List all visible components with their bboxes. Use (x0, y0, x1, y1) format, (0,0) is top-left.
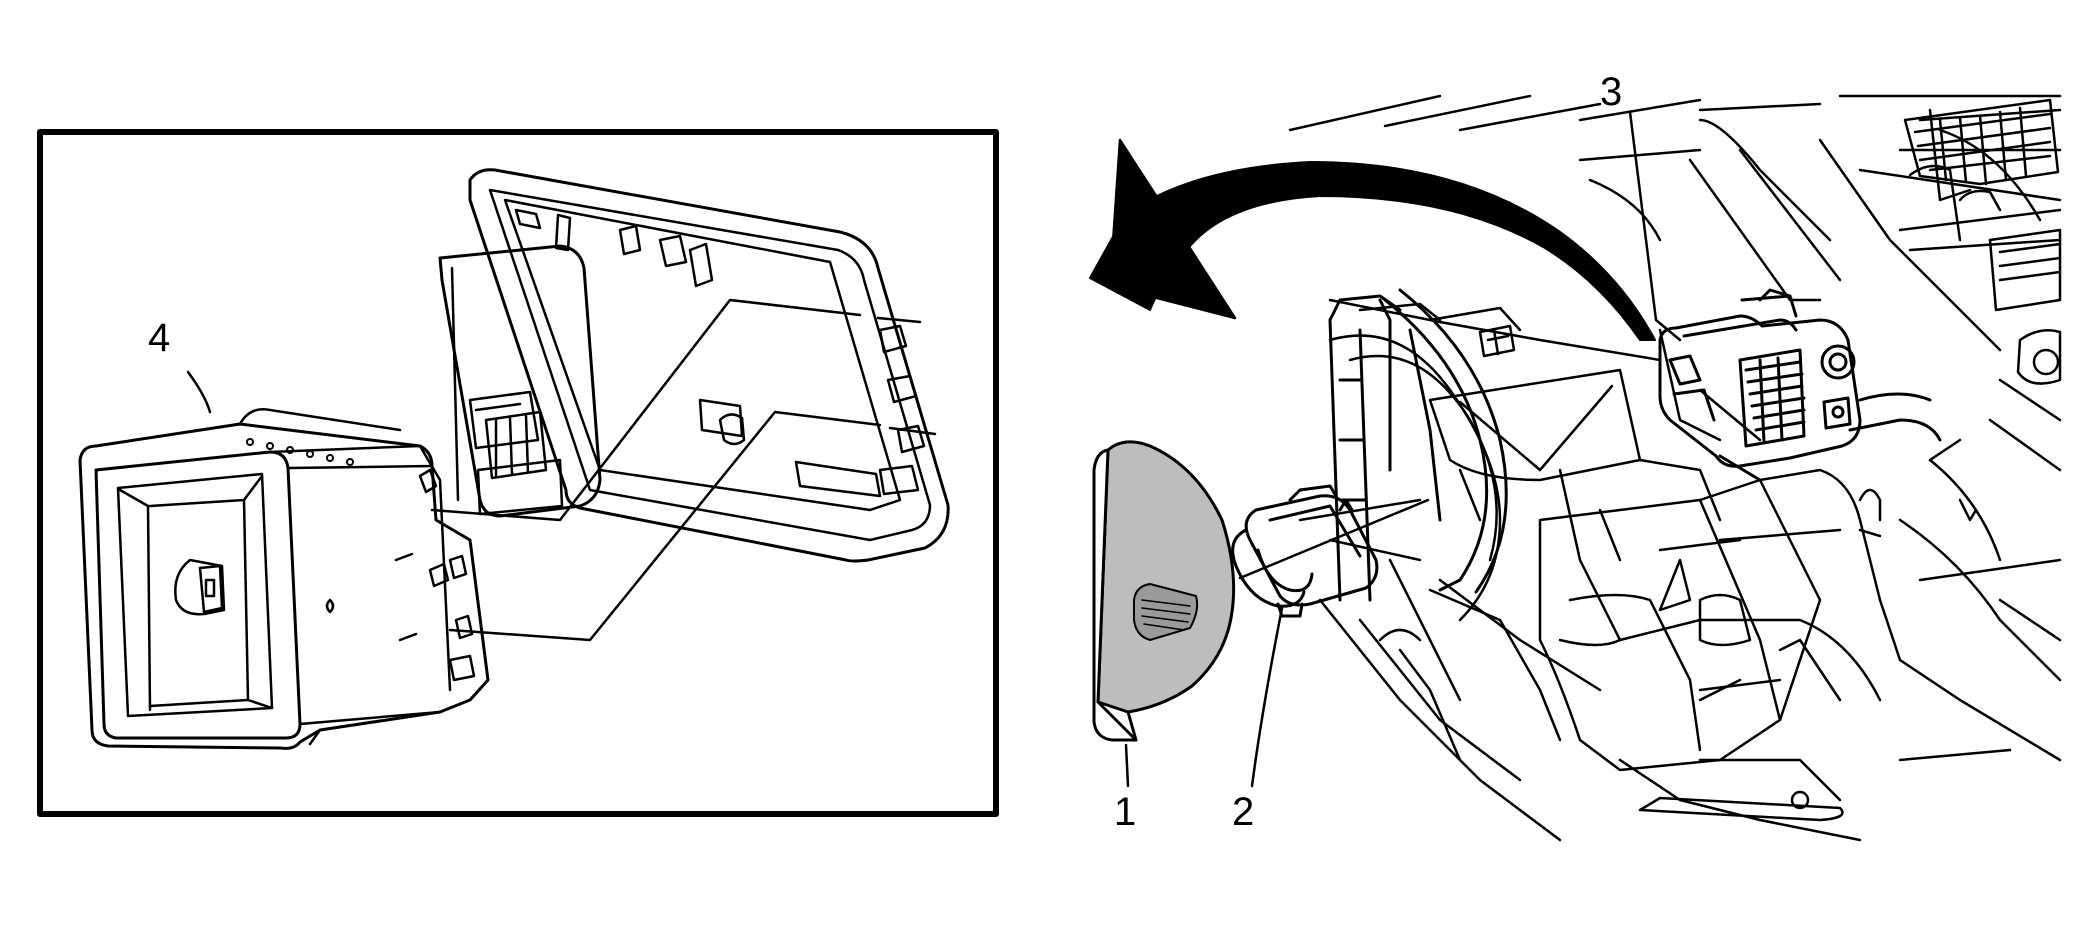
leader-line-2 (1250, 606, 1284, 788)
leader-line-3 (1628, 110, 1682, 342)
center-stack (1988, 228, 2062, 472)
switch-housing (438, 244, 602, 518)
upper-vent (1903, 98, 2060, 212)
leader-line-4 (186, 370, 212, 414)
callout-1: 1 (1114, 790, 1137, 834)
bezel-frame (468, 168, 950, 563)
alignment-lines (430, 298, 937, 642)
outlet-module-holes (246, 438, 354, 466)
end-cap (1092, 440, 1236, 742)
dash-upper (1288, 94, 2062, 352)
removal-arrow (1089, 161, 1656, 341)
detail-inset-frame (37, 129, 999, 817)
leader-line-1 (1124, 743, 1130, 788)
outlet-module (78, 408, 490, 750)
leader-lines (186, 110, 1682, 788)
adapter-ring (1231, 484, 1430, 618)
callout-4: 4 (148, 316, 171, 360)
callout-3: 3 (1600, 70, 1623, 114)
instrument-side-trim (1328, 288, 1508, 602)
switch-panel (1658, 288, 1942, 482)
removal-arrow-head (1108, 138, 1237, 320)
callout-2: 2 (1232, 790, 1255, 834)
